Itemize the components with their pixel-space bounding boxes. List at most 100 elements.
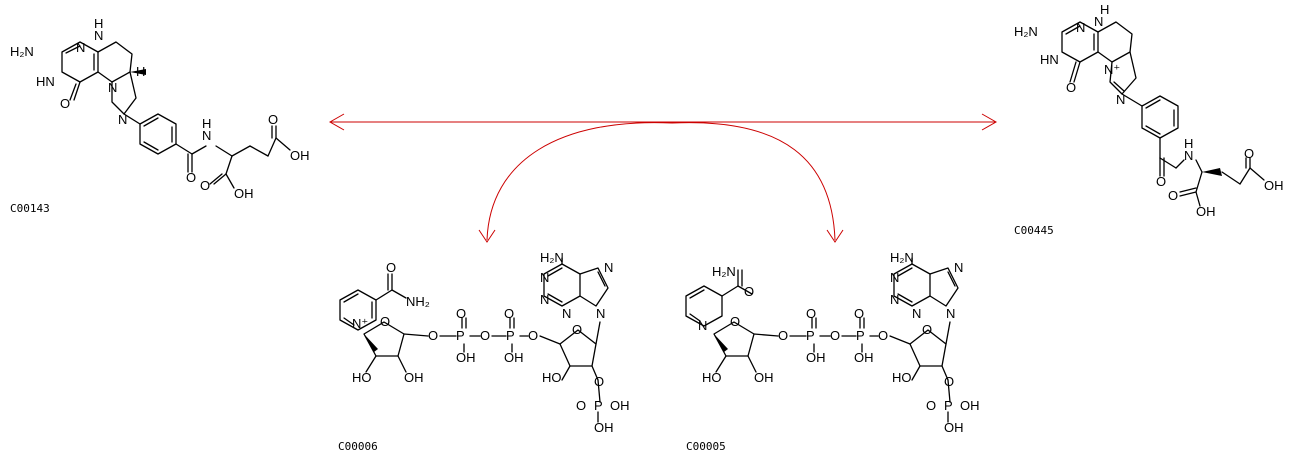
atom-label: HN (1040, 52, 1059, 67)
atom-label: N (108, 80, 117, 95)
atom-label: O (480, 328, 490, 343)
atom-label: N⁺ (1104, 62, 1120, 77)
atom-label: O (1244, 146, 1254, 161)
atom-label: H (94, 16, 103, 31)
atom-label: N (118, 112, 127, 127)
atom-label: N (912, 306, 921, 321)
arrowhead-left (328, 113, 345, 131)
atom-label: OH (754, 370, 774, 385)
compound-id-c00006: C00006 (338, 440, 378, 453)
atom-label: P (944, 398, 953, 413)
atom-label: O (730, 314, 740, 329)
atom-label: P (506, 328, 515, 343)
atom-label: N (698, 318, 707, 333)
atom-label: O (268, 112, 278, 127)
atom-label: N (604, 260, 613, 275)
atom-label: OH (854, 350, 874, 365)
compound-id-c00005: C00005 (686, 440, 726, 453)
atom-label: HO (352, 370, 372, 385)
compound-c00445: H₂N N N H HN N⁺ N O O N H O OH O OH C004… (1014, 2, 1284, 237)
atom-label: N (1116, 92, 1125, 107)
atom-label: N (596, 306, 605, 321)
atom-label: N⁺ (352, 316, 368, 331)
atom-label: OH (504, 350, 524, 365)
atom-label: O (778, 328, 788, 343)
cofactor-arrow-right (671, 122, 836, 241)
compound-c00143: H₂N N N H H HN N N O O N H O OH O OH C00… (10, 16, 310, 215)
atom-label: N (540, 292, 549, 307)
atom-label: OH (960, 398, 980, 413)
atom-label: O (380, 314, 390, 329)
atom-label: HO (702, 370, 722, 385)
atom-label: N (76, 40, 85, 55)
atom-label: N (202, 128, 211, 143)
atom-label: OH (806, 350, 826, 365)
atom-label: N (540, 270, 549, 285)
atom-label: H₂N (890, 250, 914, 265)
atom-label: O (386, 260, 396, 275)
atom-label: H₂N (1014, 24, 1038, 39)
atom-label: O (428, 328, 438, 343)
atom-label: H₂N (540, 250, 564, 265)
atom-label: O (200, 178, 210, 193)
atom-label: O (594, 374, 604, 389)
atom-label: P (856, 328, 865, 343)
atom-label: P (806, 328, 815, 343)
atom-label: O (744, 284, 754, 299)
atom-label: O (806, 306, 816, 321)
atom-label: H (136, 64, 145, 79)
arrowhead-right (981, 113, 998, 131)
atom-label: O (186, 170, 196, 185)
atom-label: OH (594, 420, 614, 435)
atom-label: OH (1264, 178, 1284, 193)
atom-label: OH (234, 186, 254, 201)
atom-label: OH (404, 370, 424, 385)
compound-c00005: H₂N O N O O P O OH O P O OH O O HO OH H₂… (685, 250, 980, 453)
compound-id-c00143: C00143 (10, 202, 50, 215)
atom-label: N (1184, 148, 1193, 163)
atom-label: O (854, 306, 864, 321)
atom-label: H (202, 116, 211, 131)
reaction-arrows (328, 113, 998, 243)
atom-label: O (1066, 80, 1076, 95)
arrowhead-cofactor-right (826, 229, 844, 243)
atom-label: O (576, 398, 586, 413)
atom-label: O (528, 328, 538, 343)
atom-label: P (456, 328, 465, 343)
atom-label: O (1156, 174, 1166, 189)
atom-label: O (830, 328, 840, 343)
atom-label: N (890, 270, 899, 285)
atom-label: OH (456, 350, 476, 365)
atom-label: P (594, 398, 603, 413)
atom-label: OH (1196, 204, 1216, 219)
atom-label: NH₂ (406, 294, 430, 309)
atom-label: OH (290, 148, 310, 163)
atom-label: N (1076, 20, 1085, 35)
atom-label: OH (610, 398, 630, 413)
atom-label: N (954, 260, 963, 275)
atom-label: OH (944, 420, 964, 435)
atom-label: O (944, 374, 954, 389)
atom-label: HN (36, 74, 55, 89)
cofactor-arrow-left (486, 122, 673, 241)
atom-label: H (1100, 2, 1109, 17)
compound-c00006: O NH₂ N⁺ O O P O OH O P O OH O O HO OH H… (338, 250, 630, 453)
compound-id-c00445: C00445 (1014, 224, 1054, 237)
atom-label: H (1184, 136, 1193, 151)
atom-label: N (94, 28, 103, 43)
atom-label: O (456, 306, 466, 321)
atom-label: N (946, 306, 955, 321)
atom-label: O (878, 328, 888, 343)
atom-label: O (926, 398, 936, 413)
atom-label: H₂N (712, 264, 736, 279)
atom-label: N (562, 306, 571, 321)
atom-label: HO (892, 370, 912, 385)
atom-label: HO (542, 370, 562, 385)
atom-label: O (504, 306, 514, 321)
atom-label: N (1094, 14, 1103, 29)
atom-label: O (922, 322, 932, 337)
atom-label: O (572, 322, 582, 337)
arrowhead-cofactor-left (478, 229, 496, 243)
